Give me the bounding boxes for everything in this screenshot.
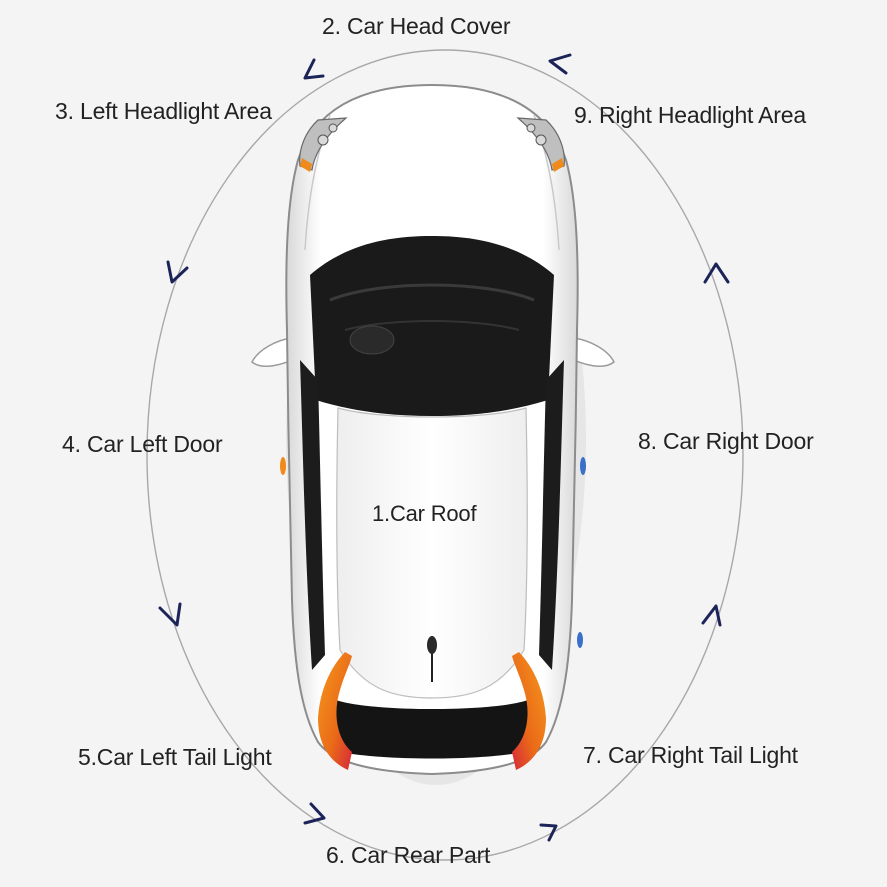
left-side-indicator	[280, 457, 286, 475]
right-tail-light-icon	[512, 652, 546, 770]
right-headlight-icon	[516, 117, 565, 172]
right-side-indicator	[580, 457, 586, 475]
label-car-roof: 1.Car Roof	[372, 501, 477, 526]
car-top-view	[251, 83, 615, 785]
label-car-rear-part: 6. Car Rear Part	[326, 842, 491, 868]
label-car-head-cover: 2. Car Head Cover	[322, 13, 511, 39]
arrow-chevron-icon	[166, 260, 189, 284]
arrow-chevron-icon	[548, 53, 572, 75]
arrow-chevron-icon	[701, 604, 722, 627]
arrow-chevron-icon	[158, 602, 182, 627]
arrow-chevron-icon	[539, 823, 558, 842]
windshield	[310, 236, 554, 416]
label-car-right-tail-light: 7. Car Right Tail Light	[583, 742, 798, 768]
label-car-left-tail-light: 5.Car Left Tail Light	[78, 744, 272, 770]
label-car-left-door: 4. Car Left Door	[62, 431, 223, 457]
rear-window	[324, 700, 540, 759]
label-right-headlight-area: 9. Right Headlight Area	[574, 102, 806, 128]
label-car-right-door: 8. Car Right Door	[638, 428, 814, 454]
right-side-window	[539, 360, 564, 670]
left-tail-light-icon	[318, 652, 352, 770]
arrow-chevron-icon	[303, 802, 326, 825]
left-side-window	[300, 360, 325, 670]
left-headlight-icon	[299, 117, 348, 172]
arrow-chevron-icon	[303, 58, 325, 80]
antenna-icon	[427, 636, 437, 682]
label-left-headlight-area: 3. Left Headlight Area	[55, 98, 272, 124]
car-roof	[336, 407, 528, 699]
inspection-path	[146, 49, 744, 861]
arrow-chevron-icon	[703, 262, 730, 284]
